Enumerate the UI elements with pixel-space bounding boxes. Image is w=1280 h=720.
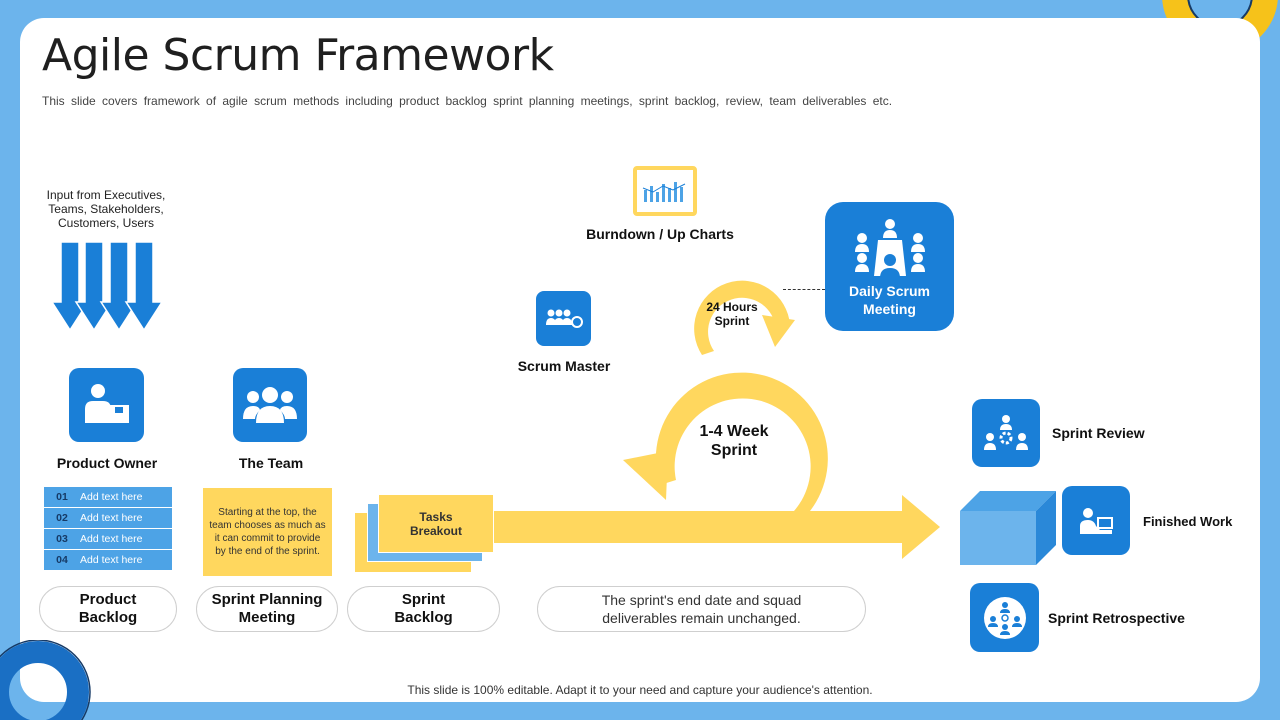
- finished-work-label: Finished Work: [1143, 514, 1233, 529]
- team-note: Starting at the top, the team chooses as…: [203, 488, 332, 576]
- daily-scrum-connector: [783, 289, 825, 290]
- team-label: The Team: [238, 455, 304, 471]
- tasks-breakout-label: Tasks Breakout: [409, 509, 462, 538]
- finished-work-cube: [960, 491, 1056, 565]
- page-title: Agile Scrum Framework: [42, 30, 554, 81]
- down-arrows-icon: [52, 241, 164, 332]
- tasks-breakout-box: Tasks Breakout: [378, 494, 494, 553]
- burndown-label: Burndown / Up Charts: [586, 226, 734, 242]
- scrum-master-icon: [536, 291, 591, 346]
- input-text: Input from Executives, Teams, Stakeholde…: [46, 188, 166, 230]
- daily-scrum-box: Daily Scrum Meeting: [825, 202, 954, 331]
- scrum-master-label: Scrum Master: [517, 358, 611, 374]
- week-sprint-label: 1-4 Week Sprint: [699, 423, 769, 459]
- product-backlog-pill: Product Backlog: [39, 586, 177, 632]
- sprint-planning-pill: Sprint Planning Meeting: [196, 586, 338, 632]
- footer-note: This slide is 100% editable. Adapt it to…: [407, 683, 873, 697]
- product-owner-label: Product Owner: [56, 455, 158, 471]
- end-note-pill: The sprint's end date and squad delivera…: [537, 586, 866, 632]
- sprint-review-label: Sprint Review: [1052, 425, 1145, 441]
- daily-scrum-label: Daily Scrum Meeting: [849, 283, 930, 317]
- sprint-review-icon: [972, 399, 1040, 467]
- finished-work-icon: [1062, 486, 1130, 555]
- sprint-retro-icon: [970, 583, 1039, 652]
- team-icon: [233, 368, 307, 442]
- corner-ring-bottom-left: [0, 640, 91, 720]
- product-owner-icon: [69, 368, 144, 442]
- hours-sprint-label: 24 Hours Sprint: [706, 300, 758, 328]
- sprint-loop-arrow: [490, 280, 940, 559]
- sprint-retro-label: Sprint Retrospective: [1048, 610, 1185, 626]
- meeting-icon: [854, 219, 925, 278]
- sprint-backlog-pill: Sprint Backlog: [347, 586, 500, 632]
- burndown-chart-icon: [633, 166, 697, 216]
- page-subtitle: This slide covers framework of agile scr…: [42, 94, 893, 108]
